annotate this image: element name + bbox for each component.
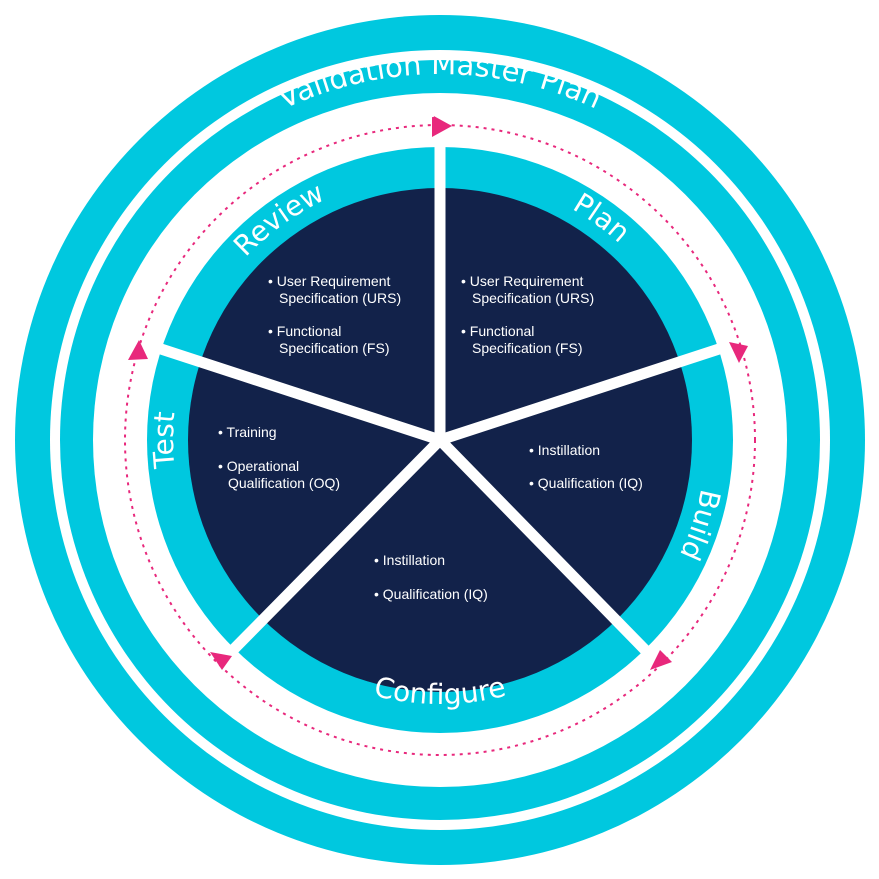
test-bullets: • Training • Operational Qualification (… [218,424,340,491]
configure-bullet-1: • Instillation [374,552,445,568]
test-bullet-2-line-2: Qualification (OQ) [228,475,340,491]
configure-bullet-2: • Qualification (IQ) [374,586,488,602]
cycle-arrow-path [124,124,756,756]
plan-bullet-1-line-1: • User Requirement [461,273,584,289]
divider-right [438,343,721,446]
review-bullets: • User Requirement Specification (URS) •… [268,273,401,356]
review-bullet-1-line-1: • User Requirement [268,273,391,289]
plan-bullet-2-line-2: Specification (FS) [472,340,582,356]
arrow-head-bottom-left [210,652,232,670]
build-bullets: • Instillation • Qualification (IQ) [529,442,643,491]
phase-label-test: Test [147,410,182,470]
arrow-head-left [128,340,148,360]
review-bullet-2-line-1: • Functional [268,323,341,339]
configure-bullets: • Instillation • Qualification (IQ) [374,552,488,602]
build-bullet-2: • Qualification (IQ) [529,475,643,491]
divider-bottom-right [436,436,656,661]
test-bullet-1: • Training [218,424,277,440]
arrow-head-top [432,115,452,137]
plan-bullets: • User Requirement Specification (URS) •… [461,273,594,356]
test-bullet-2-line-1: • Operational [218,458,299,474]
segment-dividers [159,147,721,661]
plan-bullet-2-line-1: • Functional [461,323,534,339]
build-bullet-1: • Instillation [529,442,600,458]
plan-bullet-1-line-2: Specification (URS) [472,290,594,306]
arrow-head-right [729,342,748,363]
divider-bottom-left [227,436,444,656]
review-bullet-1-line-2: Specification (URS) [279,290,401,306]
divider-left [159,343,442,446]
arrow-head-bottom-right [650,650,672,670]
review-bullet-2-line-2: Specification (FS) [279,340,389,356]
